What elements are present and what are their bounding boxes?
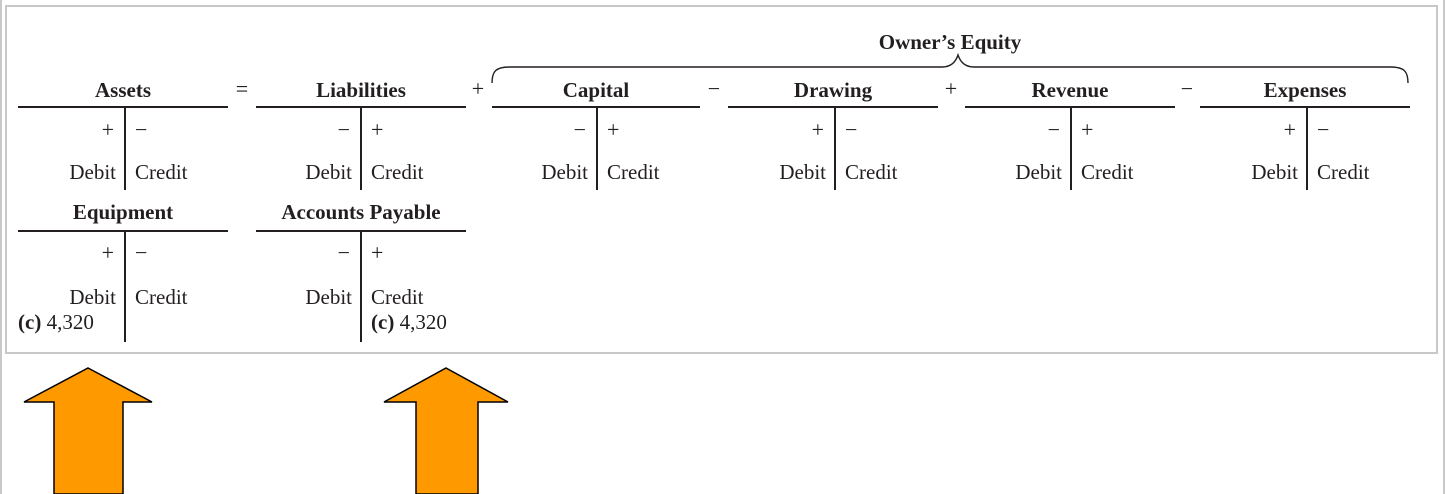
equals-operator: = [235,76,249,101]
accounts-payable-entry-amount: 4,320 [399,310,447,334]
revenue-credit-label: Credit [1081,160,1134,184]
drawing-t-divider [834,107,836,190]
assets-title: Assets [95,78,151,102]
expenses-credit-label: Credit [1317,160,1370,184]
equipment-left-sign: + [101,240,114,265]
liabilities-debit-label: Debit [305,160,352,184]
expenses-left-sign: + [1283,117,1296,142]
liabilities-left-sign: − [337,117,350,142]
owners-equity-label: Owner’s Equity [878,30,1022,54]
equipment-debit-label: Debit [69,285,116,309]
minus-operator-2: − [1180,76,1194,101]
arrow-up-accounts-payable [383,367,509,494]
drawing-credit-label: Credit [845,160,898,184]
owners-equity-brace [491,53,1409,84]
minus-operator-1: − [707,76,721,101]
accounts-payable-left-sign: − [337,240,350,265]
accounts-payable-t-top [256,230,466,232]
equipment-t-divider [124,231,126,342]
capital-credit-label: Credit [607,160,660,184]
liabilities-right-sign: + [371,117,384,142]
expenses-debit-label: Debit [1251,160,1298,184]
revenue-left-sign: − [1047,117,1060,142]
assets-right-sign: − [135,117,148,142]
capital-right-sign: + [607,117,620,142]
equipment-entry-ref: (c) [18,310,42,334]
expenses-title: Expenses [1263,78,1347,102]
accounts-payable-right-sign: + [371,240,384,265]
accounts-payable-entry-ref: (c) [371,310,395,334]
capital-debit-label: Debit [541,160,588,184]
accounts-payable-title: Accounts Payable [281,200,441,224]
capital-title: Capital [562,78,630,102]
revenue-right-sign: + [1081,117,1094,142]
accounts-payable-debit-label: Debit [305,285,352,309]
revenue-t-divider [1070,107,1072,190]
accounts-payable-entry: (c) 4,320 [371,310,447,335]
arrow-up-equipment [23,367,153,494]
equipment-entry: (c) 4,320 [18,310,94,335]
plus-operator-1: + [471,76,485,101]
plus-operator-2: + [944,76,958,101]
assets-credit-label: Credit [135,160,188,184]
drawing-t-top [728,106,938,108]
equipment-right-sign: − [135,240,148,265]
assets-t-top [18,106,228,108]
accounts-payable-t-divider [360,231,362,342]
assets-debit-label: Debit [69,160,116,184]
expenses-t-top [1200,106,1410,108]
liabilities-t-divider [360,107,362,190]
assets-t-divider [124,107,126,190]
equipment-t-top [18,230,228,232]
equipment-entry-amount: 4,320 [46,310,94,334]
equation-panel [5,5,1438,354]
capital-left-sign: − [573,117,586,142]
revenue-debit-label: Debit [1015,160,1062,184]
accounts-payable-credit-label: Credit [371,285,424,309]
revenue-t-top [965,106,1175,108]
assets-left-sign: + [101,117,114,142]
equipment-title: Equipment [72,200,174,224]
expenses-t-divider [1306,107,1308,190]
drawing-left-sign: + [811,117,824,142]
revenue-title: Revenue [1031,78,1109,102]
capital-t-divider [596,107,598,190]
drawing-right-sign: − [845,117,858,142]
drawing-debit-label: Debit [779,160,826,184]
equipment-credit-label: Credit [135,285,188,309]
expenses-right-sign: − [1317,117,1330,142]
capital-t-top [492,106,700,108]
drawing-title: Drawing [793,78,873,102]
liabilities-credit-label: Credit [371,160,424,184]
liabilities-title: Liabilities [316,78,406,102]
liabilities-t-top [256,106,466,108]
